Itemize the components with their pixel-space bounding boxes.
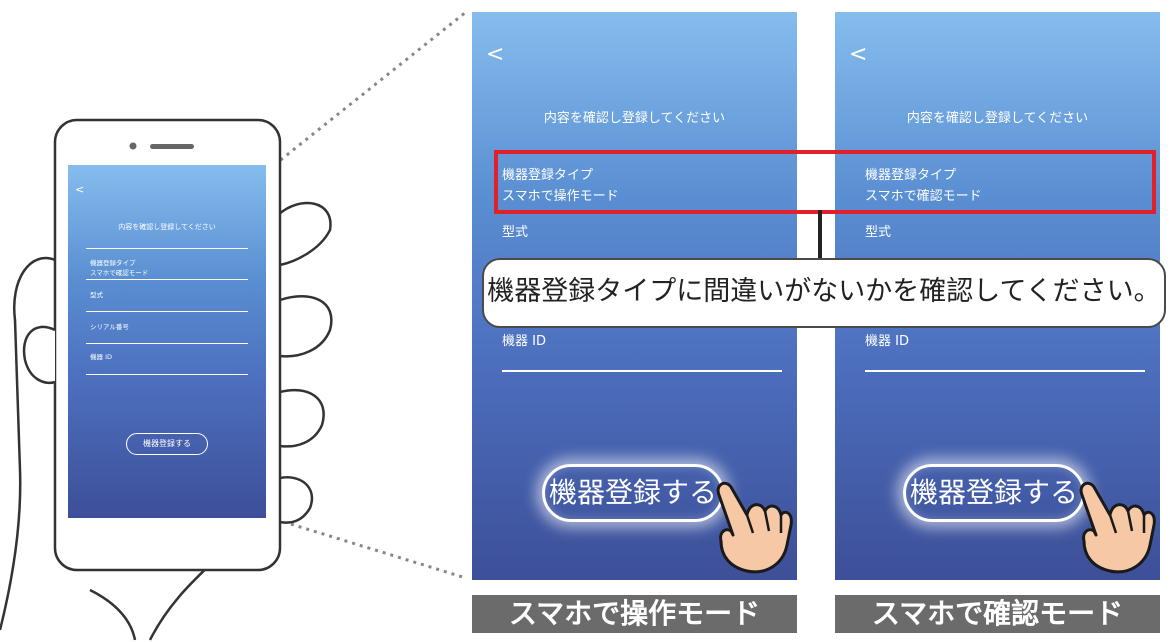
callout-connector <box>818 210 822 258</box>
back-chevron-icon[interactable]: < <box>75 183 85 196</box>
screen-header: 内容を確認し登録してください <box>118 223 216 231</box>
screen-header: 内容を確認し登録してください <box>906 111 1089 126</box>
tap-hand-icon <box>1079 481 1156 574</box>
device-id-label: 機器 ID <box>865 334 909 349</box>
serial-label: シリアル番号 <box>90 323 129 331</box>
model-label: 型式 <box>502 225 529 240</box>
caption-operate-mode: スマホで操作モード <box>472 595 797 633</box>
type-value: スマホで操作モード <box>502 189 619 204</box>
back-chevron-icon[interactable]: < <box>486 42 505 67</box>
divider <box>86 343 248 344</box>
register-button[interactable]: 機器登録する <box>126 433 208 455</box>
phone-camera <box>129 142 137 150</box>
divider <box>86 248 248 249</box>
caption-confirm-mode: スマホで確認モード <box>835 595 1160 633</box>
divider <box>86 279 248 280</box>
device-id-label: 機器 ID <box>90 353 112 361</box>
divider <box>865 370 1145 372</box>
screen-header: 内容を確認し登録してください <box>543 111 726 126</box>
divider <box>86 374 248 375</box>
divider <box>86 311 248 312</box>
type-label: 機器登録タイプ <box>90 259 136 267</box>
phone-speaker <box>150 144 194 149</box>
register-button[interactable]: 機器登録する <box>542 464 724 522</box>
small-phone-screen: < 内容を確認し登録してください 機器登録タイプ スマホで確認モード 型式 シリ… <box>68 165 266 518</box>
type-value: スマホで確認モード <box>865 189 982 204</box>
model-label: 型式 <box>865 225 892 240</box>
zoom-leader-bottom <box>267 515 467 580</box>
back-chevron-icon[interactable]: < <box>849 42 868 67</box>
device-id-label: 機器 ID <box>502 334 546 349</box>
callout-bubble: 機器登録タイプに間違いがないかを確認してください。 <box>482 258 1166 328</box>
type-label: 機器登録タイプ <box>502 168 594 183</box>
zoom-leader-top <box>267 10 467 172</box>
type-value: スマホで確認モード <box>90 269 149 277</box>
model-label: 型式 <box>90 291 103 299</box>
divider <box>502 370 782 372</box>
type-label: 機器登録タイプ <box>865 168 957 183</box>
tap-hand-icon <box>716 481 793 574</box>
register-button[interactable]: 機器登録する <box>903 464 1085 522</box>
type-highlight-box <box>494 150 1156 214</box>
